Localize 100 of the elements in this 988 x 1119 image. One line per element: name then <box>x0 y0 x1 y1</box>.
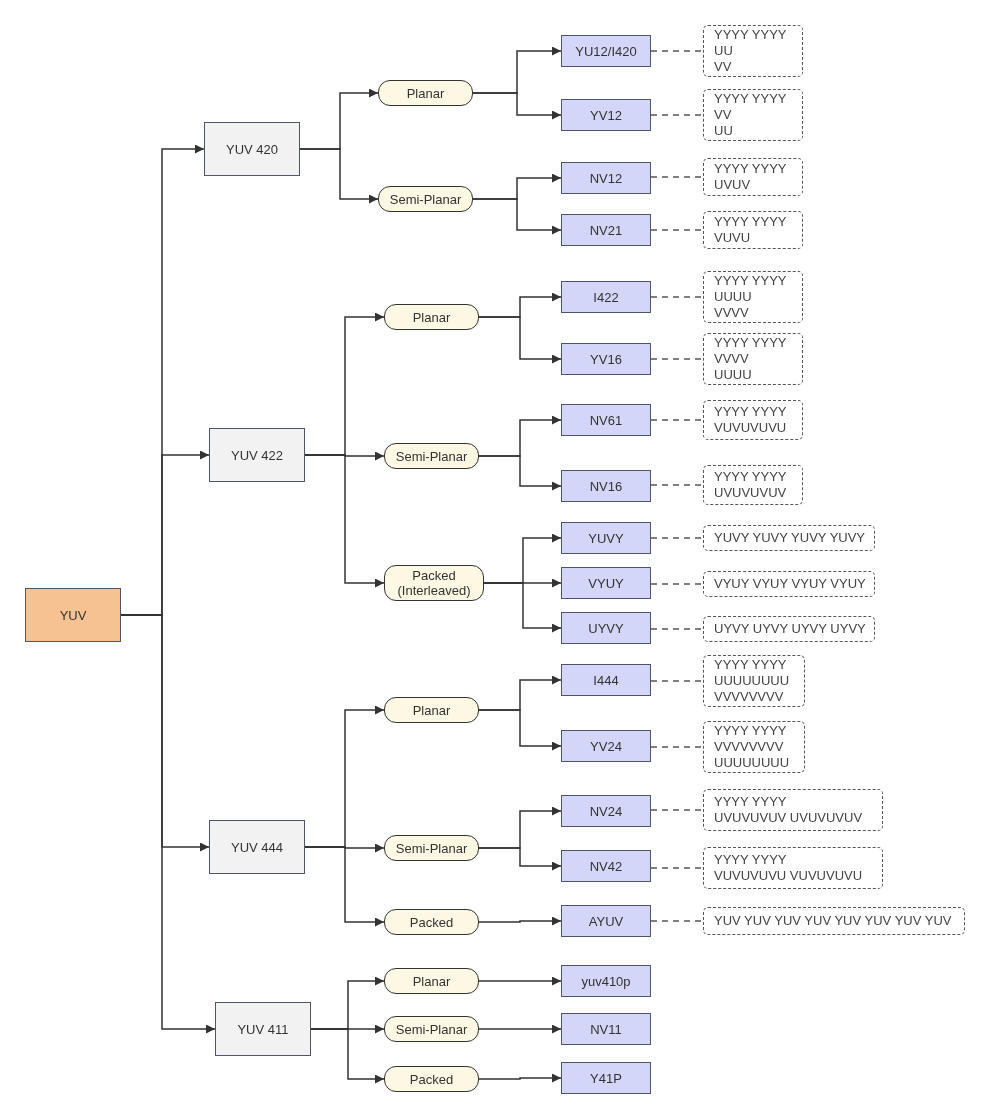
format-label: YV12 <box>590 107 622 123</box>
memory-layout-note <box>703 571 875 597</box>
layout-text: YYYY YYYY <box>714 404 787 420</box>
layout-pill <box>384 909 479 935</box>
category-label: YUV 411 <box>237 1021 289 1037</box>
format-box <box>561 664 651 696</box>
layout-text: YYYY YYYY <box>714 852 787 868</box>
memory-layout-note <box>703 907 965 935</box>
layout-pill <box>378 80 473 106</box>
dashed-connector <box>650 358 704 360</box>
memory-layout-note <box>703 465 803 505</box>
format-box <box>561 404 651 436</box>
layout-label: Semi-Planar <box>389 191 462 207</box>
layout-text: YUV YUV YUV YUV YUV YUV YUV YUV <box>714 913 952 929</box>
memory-layout-note <box>703 158 803 196</box>
layout-pill <box>384 443 479 469</box>
layout-text: YYYY YYYY <box>714 214 787 230</box>
format-label: NV24 <box>589 803 623 819</box>
category-label: YUV 422 <box>230 447 283 463</box>
format-label: yuv410p <box>581 973 631 989</box>
dashed-connector <box>650 176 704 178</box>
layout-label: Packed <box>409 914 454 930</box>
layout-pill <box>384 1066 479 1092</box>
layout-label: Semi-Planar <box>395 840 468 856</box>
category-box <box>209 428 305 482</box>
format-box <box>561 470 651 502</box>
dashed-connector <box>650 114 704 116</box>
layout-text: UU <box>714 43 733 59</box>
arrow <box>472 92 562 120</box>
layout-text: YYYY YYYY <box>714 657 787 673</box>
layout-text: VVVVVVVV <box>714 689 784 705</box>
memory-layout-note <box>703 721 805 773</box>
format-box <box>561 214 651 246</box>
memory-layout-note <box>703 789 883 831</box>
layout-text: UUUU <box>714 289 752 305</box>
arrow <box>478 455 562 491</box>
format-box <box>561 730 651 762</box>
memory-layout-note <box>703 89 803 141</box>
layout-text: YYYY YYYY <box>714 723 787 739</box>
layout-text: YYYY YYYY <box>714 335 787 351</box>
memory-layout-note <box>703 525 875 551</box>
format-label: VYUY <box>588 575 624 591</box>
dashed-connector <box>650 628 704 630</box>
layout-pill <box>384 835 479 861</box>
dashed-connector <box>650 680 704 682</box>
dashed-connector <box>650 746 704 748</box>
category-box <box>209 820 305 874</box>
format-label: I422 <box>593 289 619 305</box>
layout-text: VVVV <box>714 305 749 321</box>
arrow <box>472 198 562 235</box>
arrow <box>478 1073 562 1083</box>
category-box <box>204 122 300 176</box>
layout-pill <box>384 968 479 994</box>
format-box <box>561 522 651 554</box>
format-box <box>561 850 651 882</box>
arrow <box>299 148 379 204</box>
format-label: AYUV <box>588 913 624 929</box>
format-box <box>561 795 651 827</box>
layout-text: YYYY YYYY <box>714 27 787 43</box>
root-label: YUV <box>59 607 87 623</box>
dashed-connector <box>650 920 704 922</box>
layout-text: UU <box>714 123 733 139</box>
format-label: NV21 <box>589 222 623 238</box>
format-label: YU12/I420 <box>575 43 637 59</box>
root-box <box>25 588 121 642</box>
layout-text: YYYY YYYY <box>714 794 787 810</box>
arrow <box>478 847 562 871</box>
format-box <box>561 1013 651 1045</box>
arrow <box>478 709 562 751</box>
format-box <box>561 612 651 644</box>
dashed-connector <box>650 583 704 585</box>
arrow <box>478 1024 562 1034</box>
layout-text: UVUV <box>714 177 751 193</box>
layout-label: Planar <box>412 702 451 718</box>
dashed-connector <box>650 484 704 486</box>
format-box <box>561 567 651 599</box>
layout-text: YYYY YYYY <box>714 161 787 177</box>
dashed-connector <box>650 537 704 539</box>
layout-text: VYUY VYUY VYUY VYUY <box>714 576 866 592</box>
layout-text: UUUUUUUU <box>714 755 790 771</box>
layout-label: Planar <box>412 973 451 989</box>
layout-text: VV <box>714 59 732 75</box>
format-label: YUVY <box>588 530 624 546</box>
layout-text: VVVV <box>714 351 749 367</box>
format-label: Y41P <box>590 1070 622 1086</box>
memory-layout-note <box>703 400 803 440</box>
category-label: YUV 420 <box>225 141 278 157</box>
format-box <box>561 162 651 194</box>
dashed-connector <box>650 809 704 811</box>
layout-label: Planar <box>412 309 451 325</box>
format-box <box>561 1062 651 1094</box>
format-label: I444 <box>593 672 619 688</box>
format-box <box>561 905 651 937</box>
memory-layout-note <box>703 25 803 77</box>
format-label: YV24 <box>590 738 622 754</box>
layout-text: YYYY YYYY <box>714 273 787 289</box>
layout-label: Planar <box>406 85 445 101</box>
format-box <box>561 343 651 375</box>
layout-text: VUVUVUVU VUVUVUVU <box>714 868 863 884</box>
category-label: YUV 444 <box>230 839 283 855</box>
